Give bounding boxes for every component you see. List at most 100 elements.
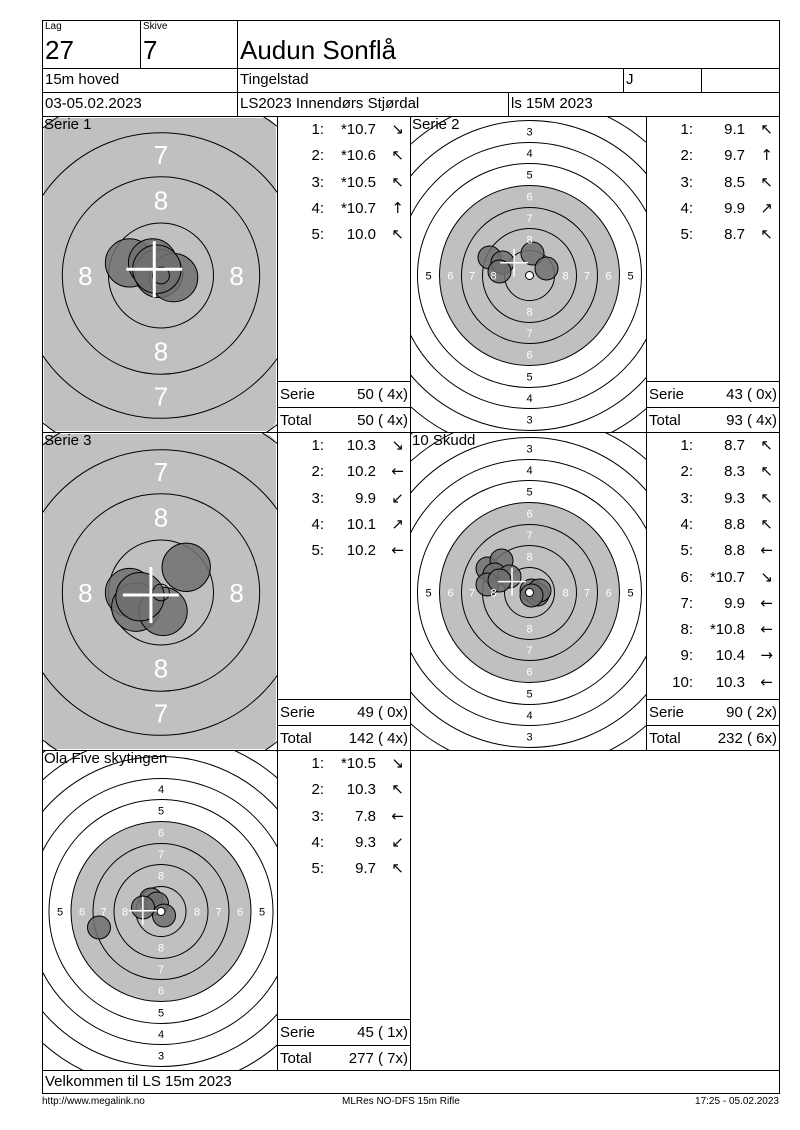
- shot-row: 4:*10.7↑: [278, 197, 410, 223]
- total-value: 50 ( 4x): [357, 412, 408, 429]
- shot-row: 4:10.1↗: [278, 513, 410, 539]
- serie-label: Serie: [280, 1024, 316, 1041]
- shot-row: 2:8.3↖: [647, 460, 779, 486]
- shot-number: 3:: [311, 489, 324, 507]
- footer-timestamp: 17:25 - 05.02.2023: [695, 1096, 779, 1107]
- ring-label: 6: [447, 587, 453, 599]
- shot-hole: [487, 568, 512, 593]
- club-cell: Tingelstad: [237, 68, 624, 93]
- club: Tingelstad: [240, 71, 309, 88]
- ring-10: [156, 907, 166, 916]
- shot-value: 9.9: [724, 199, 745, 217]
- skive-label: Skive: [143, 21, 168, 32]
- ring-label: 8: [229, 261, 243, 291]
- serie-label: Serie: [649, 704, 685, 721]
- mean-point-crosshair: [122, 567, 179, 624]
- mean-point-crosshair: [126, 241, 183, 298]
- shot-value: *10.7: [709, 568, 745, 586]
- shot-number: 9:: [680, 647, 693, 665]
- direction-arrow-icon: ↘: [391, 436, 404, 454]
- direction-arrow-icon: ↖: [760, 462, 773, 481]
- shot-list: 1:8.7↖2:8.3↖3:9.3↖4:8.8↖5:8.8←6:*10.7↘7:…: [646, 432, 780, 751]
- direction-arrow-icon: ↖: [760, 436, 773, 454]
- direction-arrow-icon: ↖: [760, 172, 773, 191]
- mean-point-crosshair: [500, 248, 529, 277]
- skive-value: 7: [143, 35, 158, 65]
- shot-number: 1:: [680, 437, 693, 454]
- ring-label: 5: [526, 486, 532, 498]
- ring-label: 5: [526, 688, 532, 700]
- ring-5: [417, 163, 642, 388]
- code: J: [626, 71, 634, 88]
- ring-label: 8: [194, 906, 200, 918]
- shot-value: 8.8: [724, 515, 745, 533]
- direction-arrow-icon: →: [760, 646, 773, 665]
- ring-label: 6: [158, 827, 164, 839]
- ring-label: 7: [154, 382, 168, 412]
- ring-10: [152, 583, 170, 602]
- ring-label: 4: [526, 465, 532, 477]
- shot-hole: [487, 259, 512, 284]
- shot-number: 5:: [311, 542, 324, 560]
- shot-value: 10.4: [715, 647, 745, 665]
- class: 15m hoved: [45, 71, 120, 88]
- shot-hole: [115, 572, 165, 622]
- ring-3: [411, 437, 646, 748]
- footer-software: MLRes NO-DFS 15m Rifle: [342, 1096, 460, 1107]
- ring-label: 7: [158, 964, 164, 976]
- ring-label: 7: [526, 213, 532, 225]
- date-cell: 03-05.02.2023: [42, 92, 238, 117]
- shot-value: 10.1: [346, 515, 376, 533]
- program-cell: ls 15M 2023: [508, 92, 780, 117]
- shot-value: *10.7: [340, 121, 376, 138]
- direction-arrow-icon: ↖: [391, 780, 404, 799]
- ring-label: 7: [215, 906, 221, 918]
- ring-label: 5: [526, 169, 532, 181]
- ring-label: 7: [158, 849, 164, 861]
- ring-label: 6: [526, 666, 532, 678]
- shot-number: 3:: [680, 489, 693, 507]
- shot-value: *10.8: [709, 621, 745, 639]
- direction-arrow-icon: ↖: [391, 225, 404, 244]
- direction-arrow-icon: ↑: [391, 198, 404, 217]
- ring-8: [61, 176, 261, 375]
- direction-arrow-icon: ←: [760, 593, 773, 612]
- shot-row: 3:9.3↖: [647, 487, 779, 513]
- class-cell: 15m hoved: [42, 68, 238, 93]
- ring-label: 8: [526, 234, 532, 246]
- ring-5: [48, 799, 274, 1024]
- direction-arrow-icon: ←: [760, 541, 773, 560]
- ring-label: 6: [447, 270, 453, 282]
- shot-value: 9.3: [355, 833, 376, 851]
- direction-arrow-icon: ↗: [391, 514, 404, 533]
- shot-number: 2:: [311, 781, 324, 799]
- ring-label: 5: [526, 371, 532, 383]
- shot-hole: [152, 903, 176, 928]
- shot-row: 5:10.2←: [278, 539, 410, 565]
- ring-label: 3: [526, 443, 532, 455]
- shot-row: 2: 10.3 ↖: [278, 778, 410, 804]
- shot-number: 3:: [311, 807, 324, 825]
- footer-url[interactable]: http://www.megalink.no: [42, 1096, 145, 1107]
- shot-row: 4:9.9↗: [647, 197, 779, 223]
- shot-number: 5:: [311, 860, 324, 878]
- ring-10: [152, 266, 170, 285]
- ring-label: 8: [562, 270, 568, 282]
- ring-label: 6: [79, 906, 85, 918]
- shooter-cell: Audun Sonflå: [237, 20, 780, 69]
- shot-value: 10.3: [346, 781, 376, 799]
- ring-10: [525, 588, 534, 597]
- direction-arrow-icon: ↖: [391, 859, 404, 878]
- ring-label: 5: [57, 906, 63, 918]
- shot-hole: [534, 256, 559, 281]
- total-value: 277 ( 7x): [348, 1050, 408, 1067]
- shot-number: 6:: [680, 568, 693, 586]
